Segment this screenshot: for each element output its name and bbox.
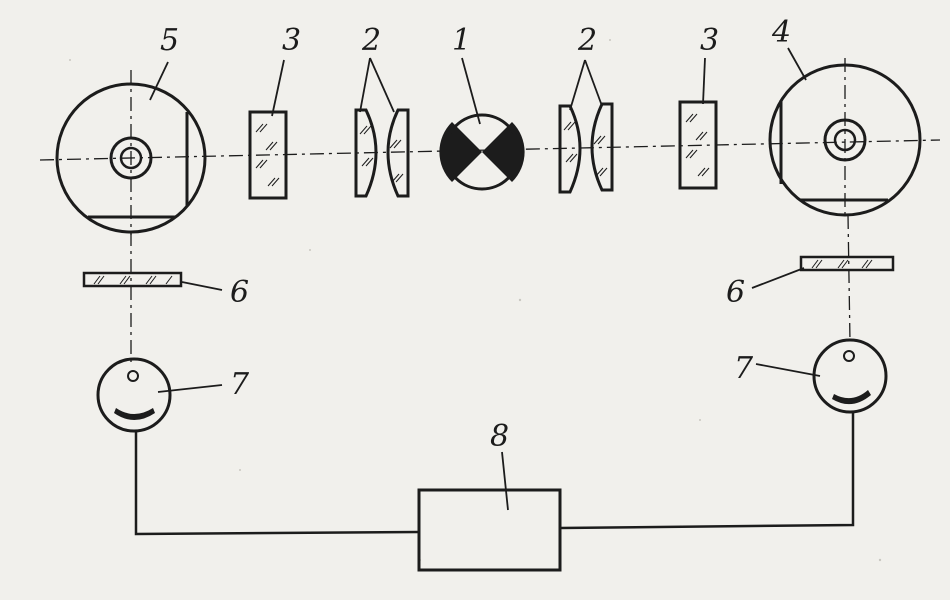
label-filter-right: 6 [726, 275, 745, 310]
label-photocell-right: 7 [734, 351, 754, 386]
lens-pair-right [558, 102, 614, 194]
label-plate-right: 3 [700, 23, 719, 58]
optical-axis [39, 139, 941, 161]
label-lens-pair-left: 2 [361, 23, 381, 58]
label-block: 8 [490, 419, 509, 454]
leader-lines [149, 47, 821, 511]
photocell-right [812, 338, 888, 414]
lens-pair-left [354, 108, 410, 198]
label-disk-left: 5 [160, 23, 179, 58]
modulator-disk [439, 113, 525, 191]
electronic-block [417, 488, 562, 572]
label-source: 1 [452, 23, 471, 58]
label-photocell-left: 7 [230, 367, 250, 402]
filter-left [82, 271, 183, 288]
label-lens-pair-right: 2 [577, 23, 597, 58]
photocell-left [96, 357, 172, 433]
plate-right [678, 100, 718, 190]
label-plate-left: 3 [282, 23, 301, 58]
paper-specks [69, 39, 882, 562]
wire-right [559, 412, 855, 530]
disk-right [768, 58, 922, 218]
label-filter-left: 6 [230, 275, 249, 310]
plate-left [248, 110, 288, 200]
axis-right-vertical [847, 214, 851, 343]
filter-right [799, 255, 895, 272]
label-disk-right: 4 [771, 15, 791, 50]
disk-left [55, 70, 207, 235]
wire-left [134, 431, 420, 536]
